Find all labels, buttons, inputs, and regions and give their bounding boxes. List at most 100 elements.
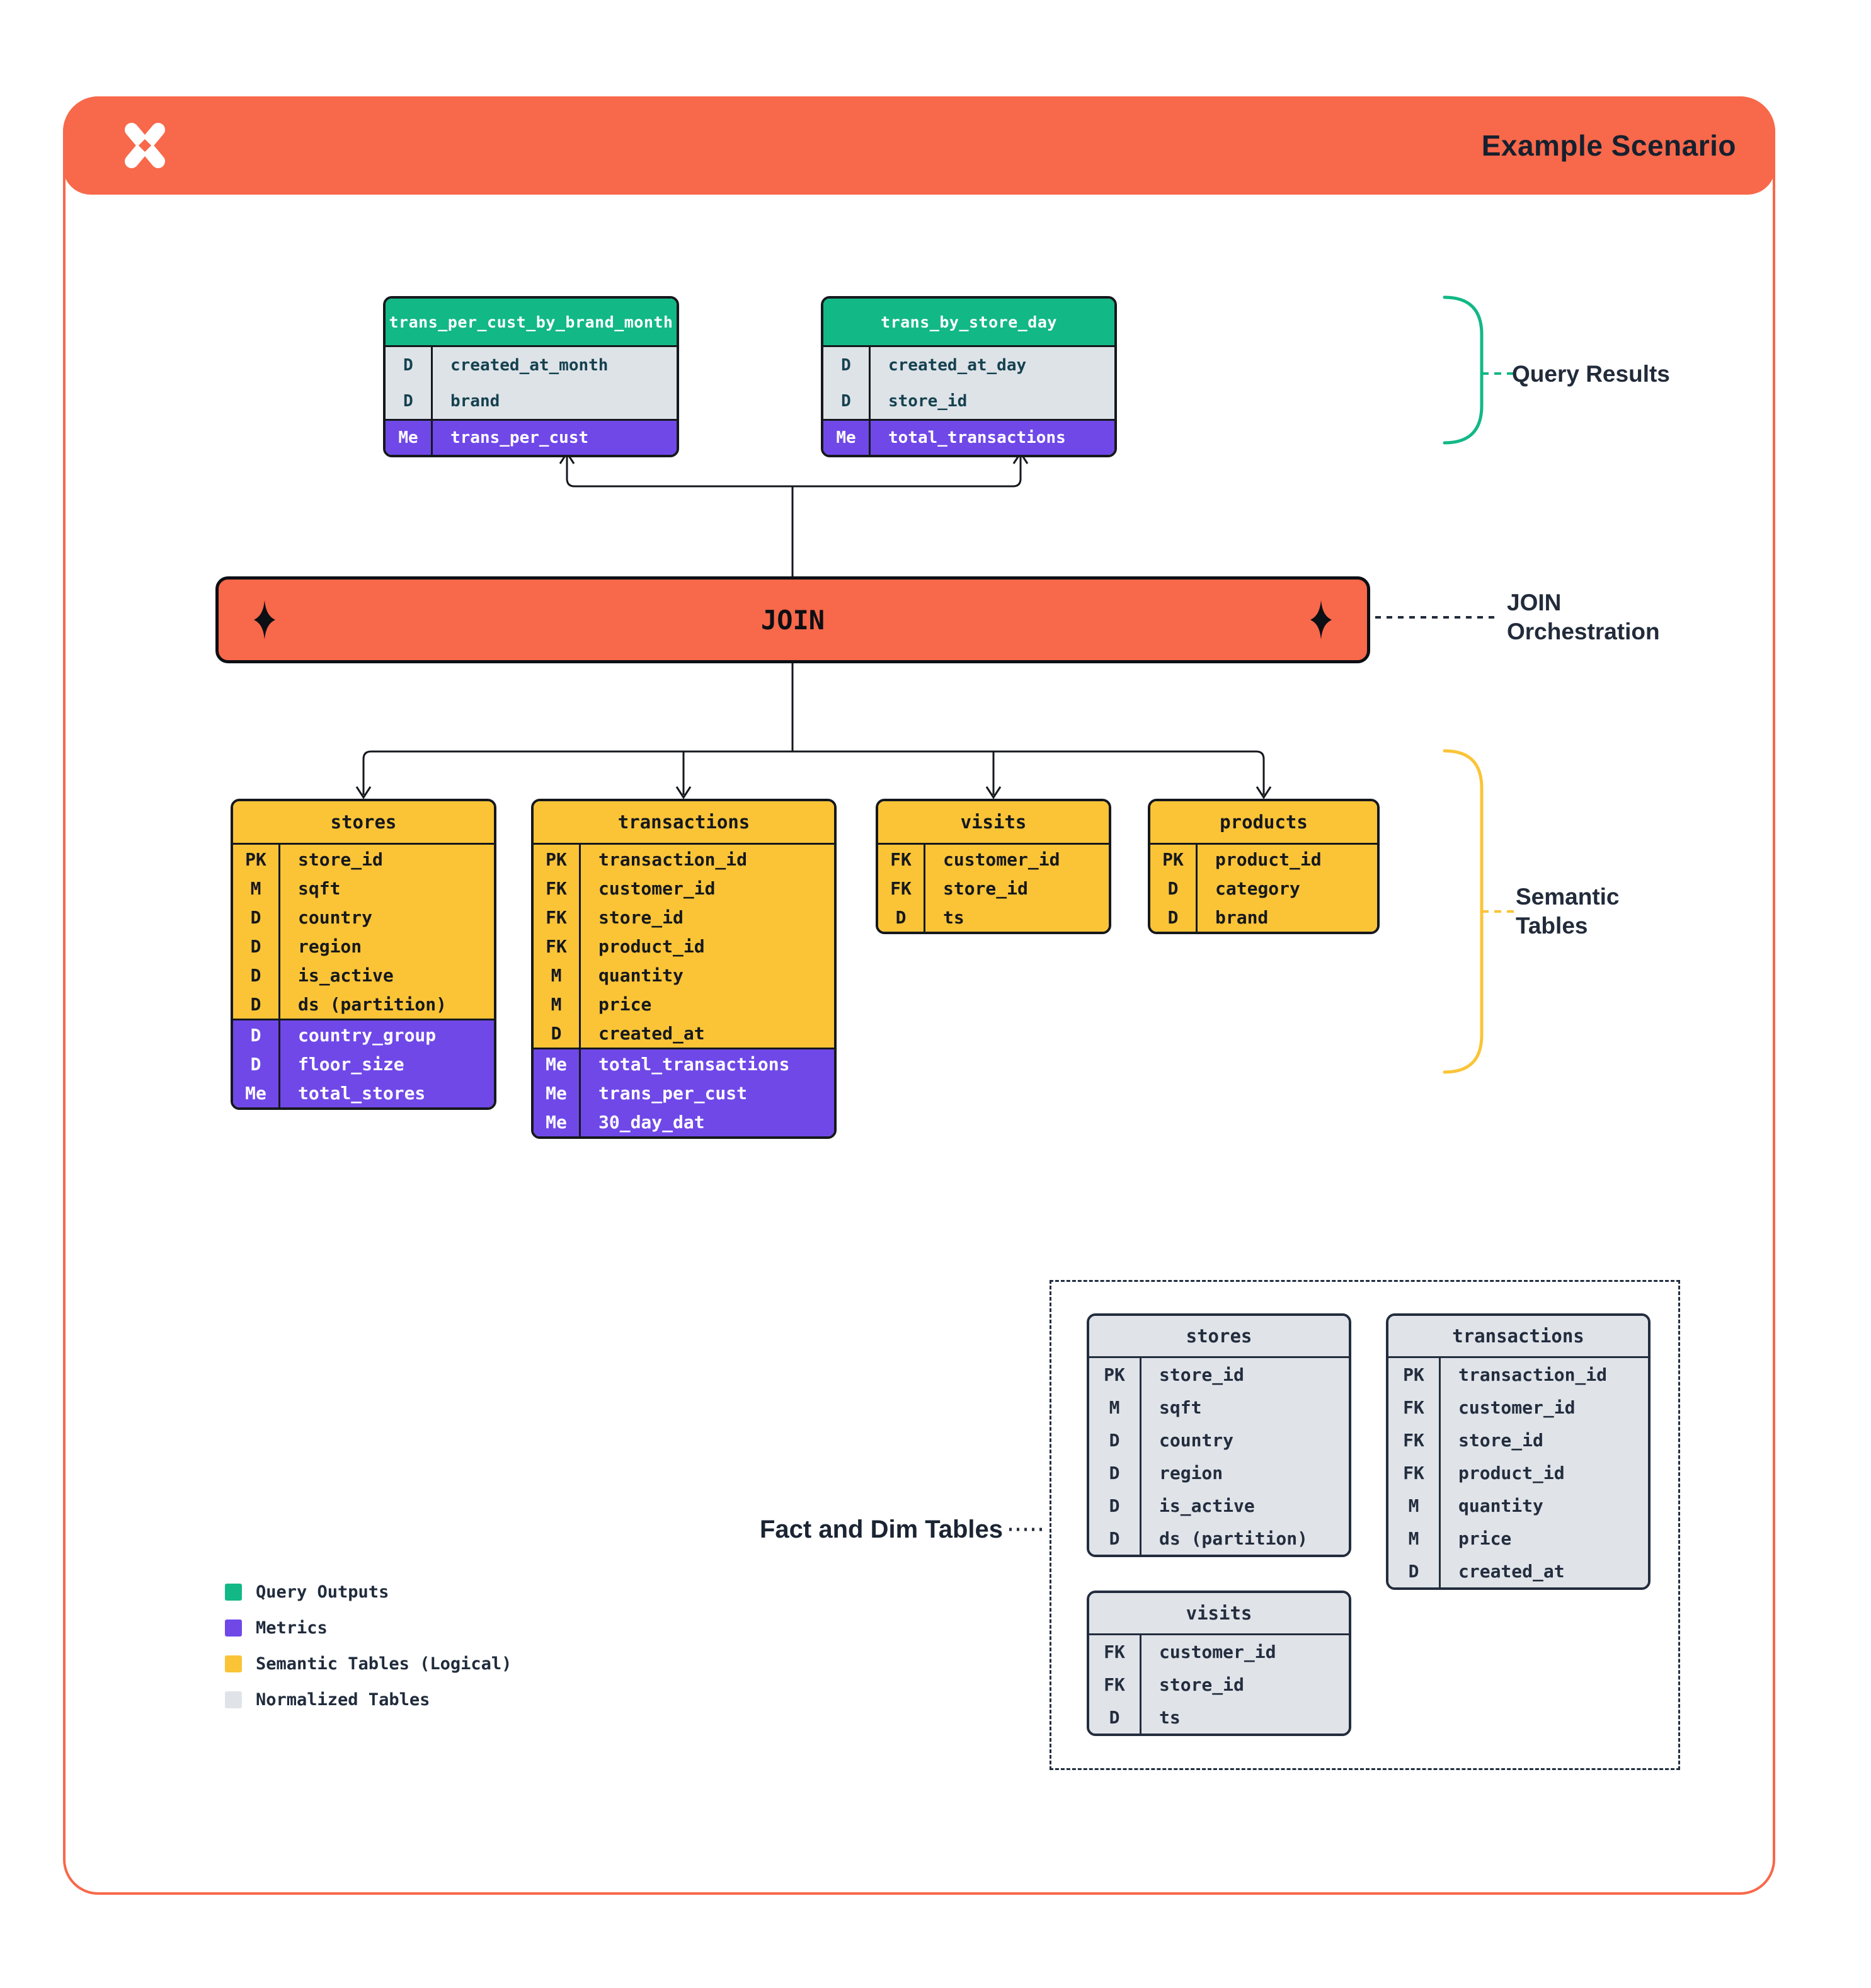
fact-dim-label: Fact and Dim Tables <box>759 1516 1003 1543</box>
row-tag: FK <box>534 932 581 961</box>
legend-label: Query Outputs <box>256 1582 389 1602</box>
row-name: is_active <box>1159 1495 1255 1516</box>
row-name: total_transactions <box>598 1053 790 1075</box>
page-title: Example Scenario <box>1481 129 1736 162</box>
row-name: store_id <box>943 877 1028 899</box>
row-tag: M <box>1089 1391 1141 1424</box>
table-row: FK store_id <box>878 874 1109 903</box>
row-tag: D <box>534 1019 581 1048</box>
legend-item: Normalized Tables <box>225 1690 512 1710</box>
row-name: quantity <box>598 964 684 986</box>
table-title: stores <box>1089 1316 1349 1358</box>
legend-item: Semantic Tables (Logical) <box>225 1654 512 1674</box>
table-row: D created_at_day <box>823 347 1114 383</box>
legend-swatch-semantic-tables <box>225 1655 242 1672</box>
semantic-tables-label: Semantic Tables <box>1516 883 1620 940</box>
row-tag: M <box>1388 1489 1441 1522</box>
semantic-tables-brace <box>1443 749 1484 1074</box>
row-tag: D <box>1150 874 1198 903</box>
row-tag: FK <box>1388 1391 1441 1424</box>
row-tag: D <box>1089 1701 1141 1734</box>
row-name: brand <box>450 391 500 411</box>
row-name: quantity <box>1458 1495 1543 1516</box>
join-orchestration-line2: Orchestration <box>1507 619 1660 644</box>
legend-item: Metrics <box>225 1618 512 1638</box>
query-results-label: Query Results <box>1512 361 1670 387</box>
table-title: products <box>1150 801 1377 845</box>
row-tag: FK <box>1089 1668 1141 1701</box>
row-name: customer_id <box>1159 1641 1276 1662</box>
semantic-tables-line2: Tables <box>1516 913 1588 939</box>
row-tag: FK <box>878 874 925 903</box>
legend-swatch-normalized-tables <box>225 1691 242 1708</box>
row-name: created_at_month <box>450 355 609 375</box>
row-name: price <box>598 993 652 1015</box>
row-name: product_id <box>1215 848 1322 870</box>
table-row: FK product_id <box>534 932 834 961</box>
row-tag: D <box>386 347 433 383</box>
row-tag: D <box>823 347 871 383</box>
row-tag: FK <box>1388 1456 1441 1489</box>
row-name: created_at <box>598 1022 705 1044</box>
table-title: visits <box>1089 1593 1349 1635</box>
table-title: stores <box>233 801 494 845</box>
row-name: floor_size <box>298 1053 404 1075</box>
row-name: customer_id <box>598 877 716 899</box>
brand-logo-icon <box>125 122 165 169</box>
row-name: brand <box>1215 906 1269 928</box>
row-name: trans_per_cust <box>450 428 589 447</box>
row-tag: Me <box>823 421 871 455</box>
row-name: region <box>1159 1462 1223 1483</box>
table-row: FK customer_id <box>534 874 834 903</box>
legend-label: Normalized Tables <box>256 1690 430 1710</box>
row-tag: D <box>1089 1489 1141 1522</box>
row-tag: PK <box>233 845 280 874</box>
table-row: D store_id <box>823 383 1114 419</box>
row-tag: FK <box>534 874 581 903</box>
query-table-trans-by-store-day: trans_by_store_day D created_at_day D st… <box>821 296 1117 457</box>
row-tag: FK <box>1388 1424 1441 1456</box>
table-row: PK store_id <box>233 845 494 874</box>
arrow-down-icon <box>1256 786 1272 799</box>
row-name: is_active <box>298 964 394 986</box>
row-name: category <box>1215 877 1300 899</box>
join-orchestration-label: JOIN Orchestration <box>1507 588 1660 646</box>
legend-label: Semantic Tables (Logical) <box>256 1654 512 1674</box>
table-title: transactions <box>534 801 834 845</box>
row-name: store_id <box>298 848 383 870</box>
arrow-down-icon <box>675 786 692 799</box>
table-title: trans_per_cust_by_brand_month <box>386 299 677 347</box>
row-name: sqft <box>298 877 341 899</box>
row-name: product_id <box>598 935 705 957</box>
row-tag: M <box>534 961 581 990</box>
